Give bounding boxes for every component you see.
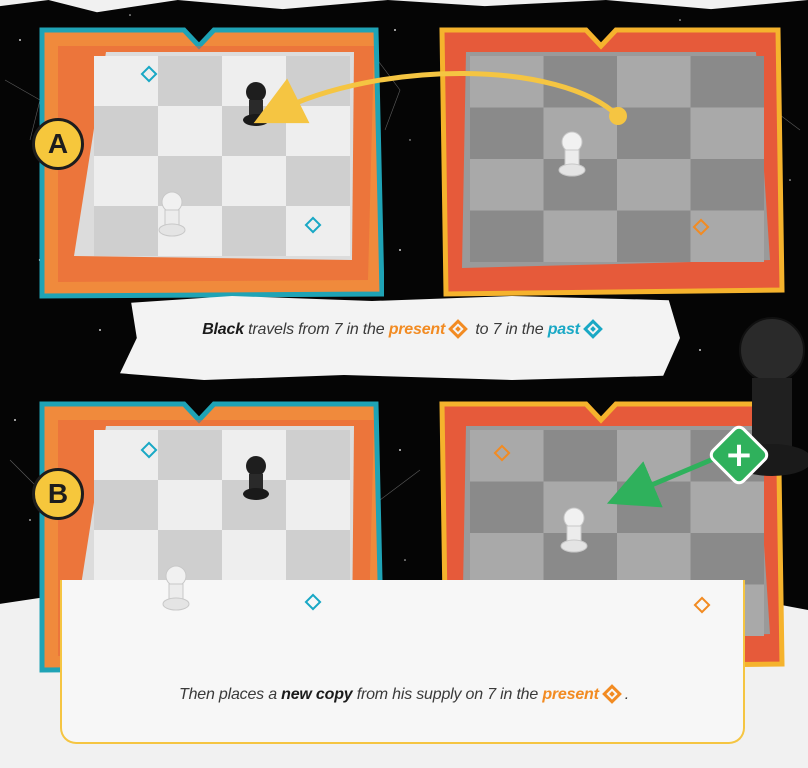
board-square (617, 159, 691, 211)
board-square (470, 430, 544, 482)
board-square (617, 211, 691, 263)
caption-present: present (542, 686, 598, 703)
board-square (691, 108, 765, 160)
board-square (94, 530, 158, 580)
board-square (691, 482, 765, 534)
caption-present: present (389, 321, 445, 338)
board-square (158, 106, 222, 156)
board-present-a (34, 24, 384, 300)
board-square (617, 482, 691, 534)
board-square (617, 533, 691, 585)
board-square (286, 156, 350, 206)
board-square (470, 482, 544, 534)
board-square (222, 56, 286, 106)
caption-text: . (625, 686, 629, 703)
board-square (470, 56, 544, 108)
board-square (94, 56, 158, 106)
board-square (158, 430, 222, 480)
caption-panel-b (60, 580, 745, 744)
board-square (286, 430, 350, 480)
board-square (617, 430, 691, 482)
board-square (470, 159, 544, 211)
board-square (544, 211, 618, 263)
board-square (691, 56, 765, 108)
board-square (222, 206, 286, 256)
board-square (222, 156, 286, 206)
board-square (544, 108, 618, 160)
board-square (94, 430, 158, 480)
board-square (544, 159, 618, 211)
board-square (691, 159, 765, 211)
board-square (94, 480, 158, 530)
board-square (470, 108, 544, 160)
board-past-a (436, 24, 786, 300)
caption-new-copy: new copy (281, 686, 352, 703)
orange-diamond-icon (602, 684, 622, 704)
board-square (222, 530, 286, 580)
caption-b: Then places a new copy from his supply o… (0, 686, 808, 704)
plus-icon: + (719, 435, 759, 475)
caption-a: Black travels from 7 in the present to 7… (0, 321, 808, 339)
board-square (617, 108, 691, 160)
board-square (158, 480, 222, 530)
step-label-b: B (32, 468, 84, 520)
board-square (222, 480, 286, 530)
board-square (691, 533, 765, 585)
board-square (470, 533, 544, 585)
board-square (617, 56, 691, 108)
caption-text: travels from 7 in the (244, 321, 389, 338)
board-square (691, 211, 765, 263)
orange-diamond-icon (448, 319, 468, 339)
teal-diamond-icon (583, 319, 603, 339)
board-square (94, 106, 158, 156)
caption-black: Black (202, 321, 244, 338)
board-square (544, 430, 618, 482)
board-square (158, 530, 222, 580)
board-square (286, 480, 350, 530)
board-square (544, 533, 618, 585)
caption-text: Then places a (179, 686, 281, 703)
board-square (286, 206, 350, 256)
board-square (286, 106, 350, 156)
board-square (158, 206, 222, 256)
board-square (544, 56, 618, 108)
board-square (222, 106, 286, 156)
board-square (94, 156, 158, 206)
board-square (286, 56, 350, 106)
board-square (158, 156, 222, 206)
board-square (286, 530, 350, 580)
board-square (222, 430, 286, 480)
board-square (158, 56, 222, 106)
board-square (94, 206, 158, 256)
step-label-a: A (32, 118, 84, 170)
board-square (470, 211, 544, 263)
caption-text: to 7 in the (471, 321, 548, 338)
caption-text: from his supply on 7 in the (352, 686, 542, 703)
board-square (544, 482, 618, 534)
caption-past: past (548, 321, 580, 338)
